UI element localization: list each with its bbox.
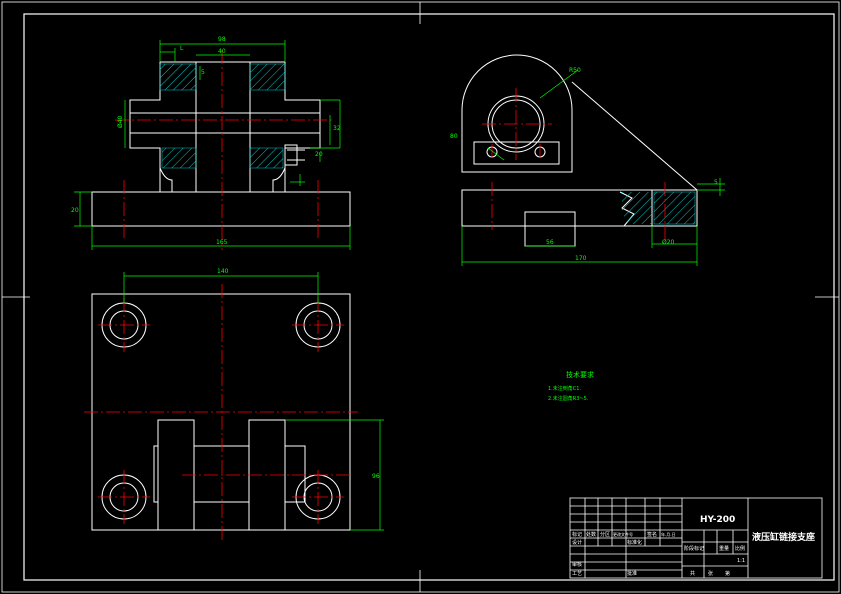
drawing-code: HY-200 — [700, 515, 735, 525]
front-view-dimensions — [74, 40, 351, 250]
dim-side-height: 80 — [450, 133, 458, 140]
dim-small-left: L — [180, 45, 184, 52]
dim-plan-spacing: 140 — [217, 268, 229, 275]
tb-sheets-word: 张 — [708, 570, 713, 577]
notes-item-2: 2.未注圆角R3~5. — [548, 395, 589, 402]
dim-plan-height: 96 — [372, 473, 380, 480]
front-view-hatch — [159, 63, 286, 169]
front-view-centerlines — [115, 50, 335, 250]
side-view-dimensions — [461, 69, 725, 266]
plan-view-centerlines — [84, 284, 358, 540]
tb-weight: 重量 — [719, 545, 729, 552]
dim-side-2: 20 — [315, 151, 323, 158]
dim-side-hole: Ø20 — [662, 239, 675, 246]
dim-top-outer: 98 — [218, 36, 226, 43]
tb-date: 年.月.日 — [661, 531, 676, 537]
dim-side-length: 170 — [575, 255, 587, 262]
dim-side-step: 5 — [714, 179, 718, 186]
drawing-title: 液压缸链接支座 — [752, 531, 815, 543]
tb-ratio: 比例 — [735, 545, 745, 552]
side-view-dim-labels: R50 80 56 Ø20 170 5 — [450, 67, 718, 262]
plan-view-dimensions — [123, 272, 384, 531]
tb-change-doc: 更改文件号 — [613, 531, 633, 537]
tb-zone: 分区 — [600, 531, 610, 538]
side-view-hatch — [622, 191, 696, 225]
notes-item-1: 1.未注倒角C1. — [548, 385, 581, 392]
tb-approve: 批准 — [627, 570, 637, 577]
dim-bore: Ø40 — [117, 115, 124, 128]
tb-review: 审核 — [572, 561, 582, 568]
dim-base-length: 165 — [216, 239, 228, 246]
title-block-text: HY-200 液压缸链接支座 标记 处数 分区 更改文件号 签名 年.月.日 设… — [572, 515, 815, 577]
title-block — [569, 497, 823, 579]
notes-heading: 技术要求 — [566, 370, 594, 379]
tb-scale: 1:1 — [737, 558, 745, 564]
dim-top-inner: 40 — [218, 48, 226, 55]
tb-stage: 阶段标记 — [684, 545, 704, 552]
tb-mark: 标记 — [572, 531, 582, 538]
tb-signature: 签名 — [647, 531, 657, 538]
plan-view-dim-labels: 140 96 — [217, 268, 380, 480]
tb-designer: 设计 — [572, 539, 582, 546]
side-view-centerlines — [482, 88, 666, 240]
tb-count: 处数 — [586, 531, 596, 538]
tb-standardize: 标准化 — [627, 539, 642, 546]
dim-side-slot: 56 — [546, 239, 554, 246]
dim-small-gap: 5 — [201, 69, 205, 76]
technical-notes: 技术要求 1.未注倒角C1. 2.未注圆角R3~5. — [548, 370, 594, 402]
tb-process: 工艺 — [572, 571, 582, 577]
tb-sheet-no: 第 — [725, 570, 730, 577]
dim-side-radius: R50 — [569, 67, 581, 74]
front-view — [91, 61, 351, 227]
dim-base-height: 20 — [71, 207, 79, 214]
tb-sheets-total: 共 — [690, 570, 695, 577]
dim-side-1: 32 — [333, 125, 341, 132]
front-view-dim-labels: 98 40 L 5 Ø40 32 20 20 165 — [71, 36, 341, 246]
